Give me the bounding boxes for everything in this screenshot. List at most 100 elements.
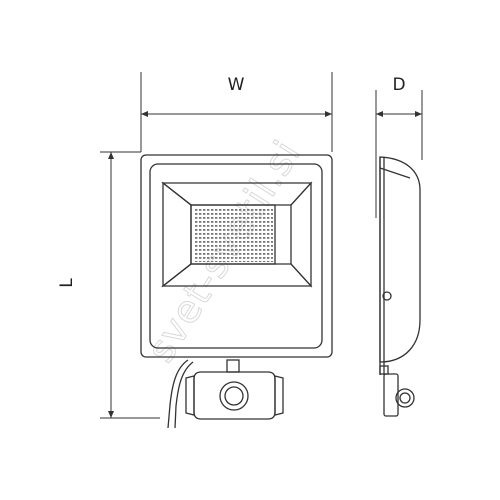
led-chip (243, 249, 246, 251)
led-chip (227, 249, 230, 251)
led-chip (203, 217, 206, 219)
led-chip (243, 253, 246, 255)
led-chip (203, 221, 206, 223)
led-chip (235, 217, 238, 219)
led-chip (219, 221, 222, 223)
led-chip (215, 225, 218, 227)
led-chip (251, 221, 254, 223)
led-chip (199, 213, 202, 215)
led-chip (267, 213, 270, 215)
front-view (140, 154, 333, 429)
led-chip (207, 225, 210, 227)
led-chip (231, 241, 234, 243)
reflector-right (290, 181, 312, 288)
led-chip (199, 237, 202, 239)
led-chip (271, 245, 273, 247)
sensor-stem (226, 359, 240, 373)
led-chip (231, 261, 234, 262)
led-chip (223, 221, 226, 223)
led-chip (223, 261, 226, 262)
led-chip (259, 261, 262, 262)
led-chip (211, 261, 214, 262)
led-chip (219, 225, 222, 227)
led-chip (247, 225, 250, 227)
led-chip (259, 233, 262, 235)
led-chip (203, 229, 206, 231)
led-chip (263, 221, 266, 223)
led-chip (267, 229, 270, 231)
led-chip (243, 261, 246, 262)
led-chip (243, 209, 246, 211)
watermark: svet-svetil.si (138, 132, 309, 369)
length-label: L (57, 278, 77, 288)
led-chip (235, 229, 238, 231)
led-chip (251, 245, 254, 247)
led-chip (271, 253, 273, 255)
led-chip (259, 213, 262, 215)
led-chip (215, 261, 218, 262)
led-chip (195, 233, 198, 235)
led-chip (251, 253, 254, 255)
led-chip (271, 209, 273, 211)
led-chip (207, 221, 210, 223)
led-chip (199, 245, 202, 247)
led-chip (227, 225, 230, 227)
led-chip (219, 245, 222, 247)
led-chip (239, 261, 242, 262)
side-view (379, 156, 421, 417)
led-chip (211, 221, 214, 223)
led-chip (223, 233, 226, 235)
led-chip (243, 237, 246, 239)
led-chip (235, 249, 238, 251)
led-chip (231, 237, 234, 239)
led-chip (251, 249, 254, 251)
led-chip (215, 221, 218, 223)
led-chip (247, 221, 250, 223)
led-chip (235, 261, 238, 262)
led-chip (203, 209, 206, 211)
sensor-lens-inner (224, 386, 244, 406)
led-chip (263, 245, 266, 247)
led-chip (227, 241, 230, 243)
led-chip (199, 249, 202, 251)
led-chip (207, 257, 210, 259)
led-chip (231, 233, 234, 235)
led-chip (251, 237, 254, 239)
led-chip (219, 217, 222, 219)
led-chip (235, 221, 238, 223)
led-chip (203, 261, 206, 262)
led-chip (219, 237, 222, 239)
led-chip (199, 217, 202, 219)
led-chip (255, 249, 258, 251)
led-chip (195, 209, 198, 211)
led-chip (203, 233, 206, 235)
led-chip (231, 245, 234, 247)
led-chip (231, 225, 234, 227)
led-chip (235, 253, 238, 255)
led-chip (259, 221, 262, 223)
side-sensor-body (383, 373, 399, 417)
led-chip (239, 233, 242, 235)
led-chip (255, 233, 258, 235)
led-chip (255, 229, 258, 231)
led-chip (211, 253, 214, 255)
led-chip (259, 245, 262, 247)
led-chip (203, 253, 206, 255)
led-chip (239, 217, 242, 219)
led-chip (267, 233, 270, 235)
led-chip (235, 209, 238, 211)
led-chip (267, 225, 270, 227)
led-chip (243, 213, 246, 215)
led-chip (211, 229, 214, 231)
led-chip (211, 257, 214, 259)
led-chip (211, 225, 214, 227)
led-chip (239, 257, 242, 259)
bezel-outline (149, 163, 323, 349)
led-chip (207, 233, 210, 235)
led-chip (235, 257, 238, 259)
led-chip (231, 217, 234, 219)
led-chip (267, 253, 270, 255)
led-chip (235, 225, 238, 227)
led-chip (219, 249, 222, 251)
led-chip (271, 249, 273, 251)
